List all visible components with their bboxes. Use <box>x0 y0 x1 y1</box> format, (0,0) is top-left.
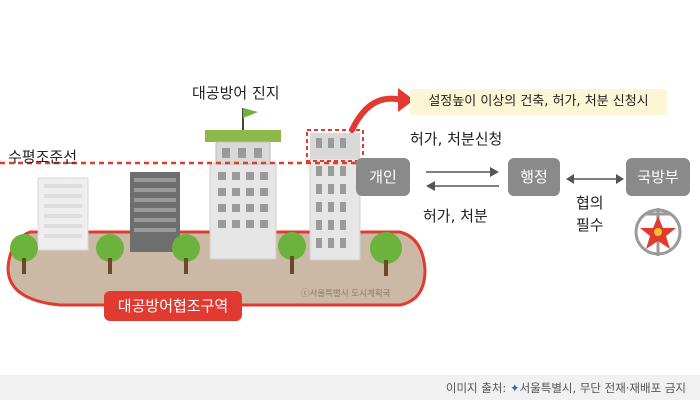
callout-arrow <box>349 95 405 133</box>
seoul-logo-icon: ✦ <box>509 381 520 395</box>
building-tall-applicant <box>306 129 364 261</box>
zone-label: 대공방어협조구역 <box>104 291 242 321</box>
horizon-line-label: 수평조준선 <box>8 148 78 166</box>
defense-ministry-emblem-icon <box>634 208 682 256</box>
footer-prefix: 이미지 출처: <box>445 381 510 395</box>
consultation-label: 협의 필수 <box>576 194 604 234</box>
node-defense-ministry: 국방부 <box>626 158 690 196</box>
permit-decision-label: 허가, 처분 <box>423 207 488 225</box>
air-defense-position-label: 대공방어 진지 <box>192 84 280 102</box>
building-white <box>37 177 89 251</box>
node-individual: 개인 <box>356 158 410 196</box>
building-dark <box>130 172 180 252</box>
node-administration: 행정 <box>508 158 560 196</box>
building-with-defense-post <box>205 108 281 260</box>
footer-source: 서울특별시, 무단 전재·재배포 금지 <box>519 381 686 395</box>
image-credit-small: ⓒ서울특별시 도시계획국 <box>301 289 391 299</box>
callout-box: 설정높이 이상의 건축, 허가, 처분 신청시 <box>410 89 667 115</box>
permit-request-label: 허가, 처분신청 <box>410 130 503 148</box>
footer-bar: 이미지 출처: ✦서울특별시, 무단 전재·재배포 금지 <box>0 375 700 400</box>
footer-credit: 이미지 출처: ✦서울특별시, 무단 전재·재배포 금지 <box>446 380 686 396</box>
trees <box>10 232 402 276</box>
